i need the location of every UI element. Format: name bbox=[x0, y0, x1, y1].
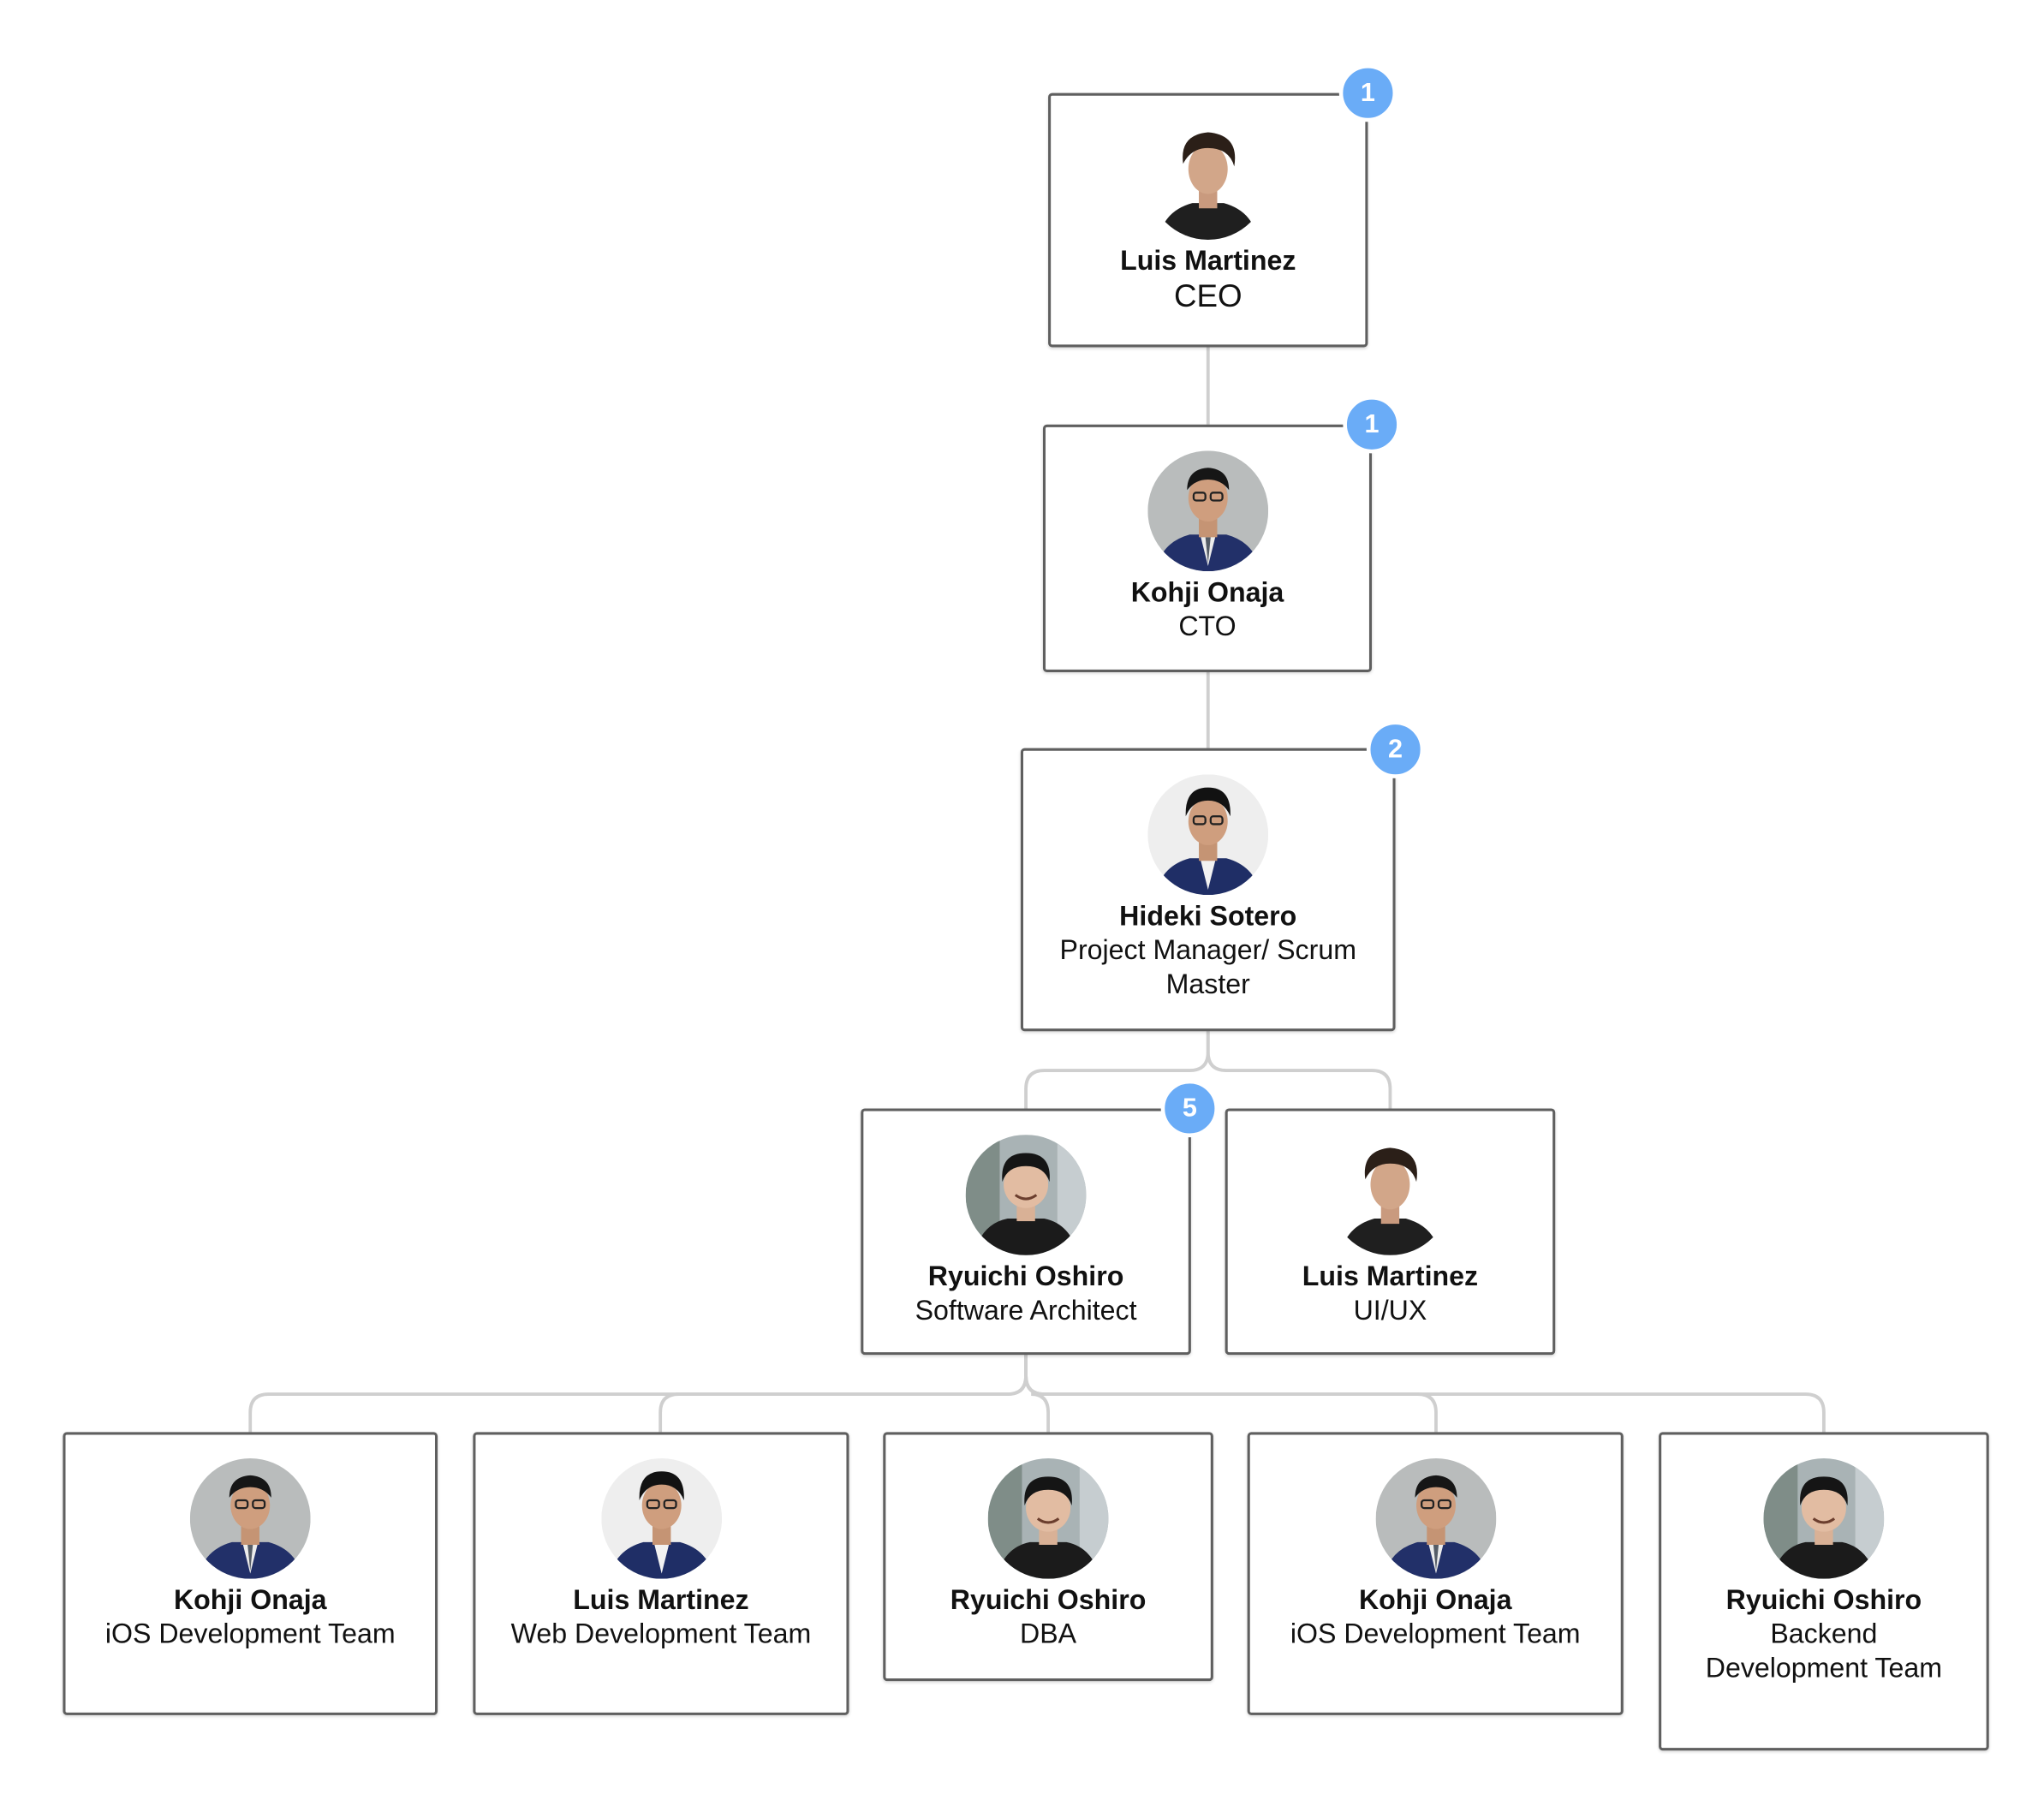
connector-architect-web bbox=[658, 1355, 1028, 1433]
node-role: Project Manager/ Scrum Master bbox=[1059, 935, 1356, 1000]
node-name: Luis Martinez bbox=[573, 1585, 749, 1616]
node-name: Luis Martinez bbox=[1120, 246, 1296, 277]
node-name: Ryuichi Oshiro bbox=[950, 1585, 1147, 1616]
org-node-software-architect[interactable]: Ryuichi Oshiro Software Architect bbox=[861, 1108, 1191, 1356]
report-count-badge-ceo[interactable]: 1 bbox=[1338, 63, 1397, 122]
node-role: DBA bbox=[1020, 1619, 1077, 1650]
report-count-badge-software-architect[interactable]: 5 bbox=[1160, 1079, 1219, 1138]
avatar-smiling-outdoor bbox=[965, 1135, 1087, 1255]
node-name: Luis Martinez bbox=[1302, 1261, 1479, 1292]
avatar-suit-glasses bbox=[189, 1458, 311, 1579]
node-name: Kohji Onaja bbox=[1130, 577, 1284, 608]
node-name: Hideki Sotero bbox=[1119, 901, 1297, 932]
node-role: Web Development Team bbox=[510, 1619, 812, 1650]
avatar-suit-glasses bbox=[1147, 450, 1268, 572]
node-name: Kohji Onaja bbox=[173, 1585, 327, 1616]
avatar-curly-hair bbox=[1147, 119, 1269, 241]
avatar-suit-glasses bbox=[1374, 1458, 1496, 1579]
report-count-badge-cto[interactable]: 1 bbox=[1343, 396, 1401, 454]
node-name: Ryuichi Oshiro bbox=[1725, 1585, 1922, 1616]
org-node-dba[interactable]: Ryuichi Oshiro DBA bbox=[883, 1432, 1213, 1682]
connector-architect-backend bbox=[1024, 1355, 1826, 1433]
node-name: Ryuichi Oshiro bbox=[927, 1261, 1124, 1292]
avatar-curly-hair bbox=[1330, 1135, 1451, 1255]
avatar-smiling-outdoor bbox=[987, 1458, 1109, 1579]
org-node-ios-team-1[interactable]: Kohji Onaja iOS Development Team bbox=[63, 1432, 438, 1715]
org-node-ios-team-2[interactable]: Kohji Onaja iOS Development Team bbox=[1247, 1432, 1624, 1715]
connector-pm-uiux bbox=[1206, 1031, 1392, 1109]
node-role: CEO bbox=[1173, 278, 1242, 315]
node-role: iOS Development Team bbox=[1290, 1619, 1581, 1650]
org-node-ceo[interactable]: Luis Martinez CEO bbox=[1048, 92, 1368, 348]
node-role: iOS Development Team bbox=[104, 1619, 396, 1650]
node-role: Backend Development Team bbox=[1705, 1619, 1943, 1684]
node-role: CTO bbox=[1178, 611, 1237, 642]
org-node-uiux[interactable]: Luis Martinez UI/UX bbox=[1225, 1108, 1556, 1356]
org-node-cto[interactable]: Kohji Onaja CTO bbox=[1042, 424, 1373, 672]
report-count-badge-project-manager[interactable]: 2 bbox=[1366, 720, 1425, 778]
node-role: UI/UX bbox=[1353, 1296, 1427, 1326]
org-node-backend-team[interactable]: Ryuichi Oshiro Backend Development Team bbox=[1659, 1432, 1989, 1751]
avatar-suit-glasses-white bbox=[600, 1458, 722, 1579]
node-name: Kohji Onaja bbox=[1358, 1585, 1512, 1616]
avatar-suit-glasses-white bbox=[1147, 774, 1269, 896]
node-role: Software Architect bbox=[915, 1296, 1137, 1326]
connector-pm-architect bbox=[1024, 1031, 1210, 1109]
org-node-project-manager[interactable]: Hideki Sotero Project Manager/ Scrum Mas… bbox=[1020, 748, 1396, 1032]
org-node-web-team[interactable]: Luis Martinez Web Development Team bbox=[473, 1432, 849, 1715]
avatar-smiling-outdoor bbox=[1763, 1458, 1885, 1579]
